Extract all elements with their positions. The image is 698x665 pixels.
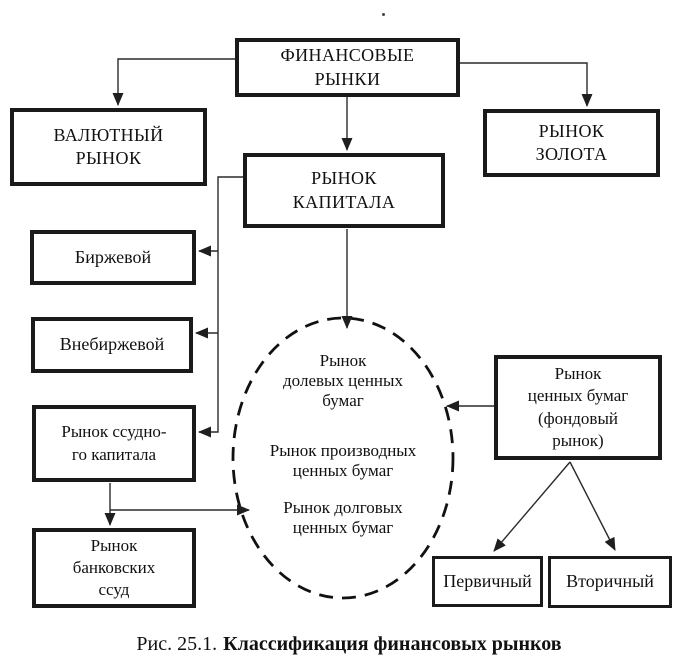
node-primary-market-label: Первичный [443,570,532,591]
securities-group-ellipse [231,316,455,600]
connector-capital-left-rail [198,176,243,438]
node-exchange-market: Биржевой [30,230,196,285]
node-loan-capital-market-label: Рынок ссудно- го капитала [61,422,167,464]
node-bank-loans-market-label: Рынок банковских ссуд [72,535,156,600]
figure-caption-title: Классификация финансовых рынков [223,633,562,655]
ellipse-item-derivative-securities-market: Рынок производных ценных бумаг [269,441,417,480]
node-otc-market-label: Внебиржевой [59,334,165,355]
node-secondary-market-label: Вторичный [566,571,654,592]
node-securities-market: Рынок ценных бумаг (фондовый рынок) [494,355,662,460]
node-financial-markets-label: ФИНАНСОВЫЕ РЫНКИ [280,45,415,89]
node-loan-capital-market: Рынок ссудно- го капитала [32,405,196,482]
arrow-securities-to-secondary [569,461,616,551]
node-capital-market: РЫНОК КАПИТАЛА [243,153,445,228]
node-securities-market-label: Рынок ценных бумаг (фондовый рынок) [527,364,629,450]
node-gold-market-label: РЫНОК ЗОЛОТА [535,120,608,164]
node-gold-market: РЫНОК ЗОЛОТА [483,109,660,177]
node-secondary-market: Вторичный [548,556,672,608]
scan-artifact-dot [382,13,385,16]
arrow-financial-to-currency [112,58,235,106]
arrow-securities-to-primary [493,461,571,552]
node-financial-markets: ФИНАНСОВЫЕ РЫНКИ [235,38,460,97]
node-capital-market-label: РЫНОК КАПИТАЛА [292,168,396,212]
node-exchange-market-label: Биржевой [74,246,152,267]
ellipse-item-equity-securities-market: Рынок долевых ценных бумаг [283,351,403,410]
node-currency-market-label: ВАЛЮТНЫЙ РЫНОК [53,124,164,168]
ellipse-item-debt-securities-market: Рынок долговых ценных бумаг [283,498,403,537]
figure-caption: Рис. 25.1.Классификация финансовых рынко… [0,633,698,656]
arrow-financial-to-gold [460,62,593,107]
node-otc-market: Внебиржевой [31,317,193,373]
node-primary-market: Первичный [432,556,543,607]
figure-caption-number: Рис. 25.1. [136,633,218,655]
node-currency-market: ВАЛЮТНЫЙ РЫНОК [10,108,207,186]
node-bank-loans-market: Рынок банковских ссуд [32,528,196,608]
